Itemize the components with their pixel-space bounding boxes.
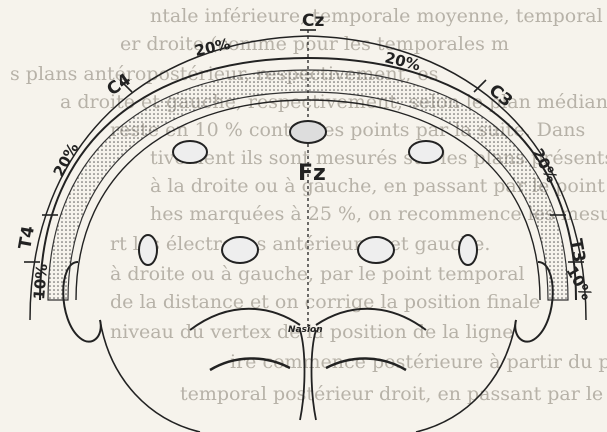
bg-line: à droite ou à gauche, par le point tempo… — [110, 263, 525, 285]
electrode-left-frontal — [222, 237, 258, 263]
bg-line: ire commence postérieure à partir du poi… — [230, 351, 607, 373]
label-t3: T3 — [565, 237, 589, 264]
electrode-cz — [290, 121, 326, 143]
bg-line: ntale inférieure, temporale moyenne, tem… — [150, 5, 603, 27]
electrode-t3 — [459, 235, 477, 265]
label-t4: T4 — [15, 224, 39, 251]
bg-line: rt les électrodes antérieures et gauche. — [110, 233, 490, 255]
electrode-c3 — [409, 141, 443, 163]
electrode-right-frontal — [358, 237, 394, 263]
nose-bridge — [300, 330, 316, 420]
label-pct-left-low: 10% — [30, 263, 51, 300]
label-nasion: Nasion — [288, 325, 323, 335]
electrode-t4 — [139, 235, 157, 265]
bg-line: de la distance et on corrige la position… — [110, 291, 540, 313]
bg-line: temporal postérieur droit, en passant pa… — [180, 383, 607, 405]
label-cz: Cz — [302, 11, 324, 31]
bg-line: a droite et gauche, respectivement, selo… — [60, 91, 607, 113]
label-fz: Fz — [298, 161, 326, 186]
electrode-c4 — [173, 141, 207, 163]
